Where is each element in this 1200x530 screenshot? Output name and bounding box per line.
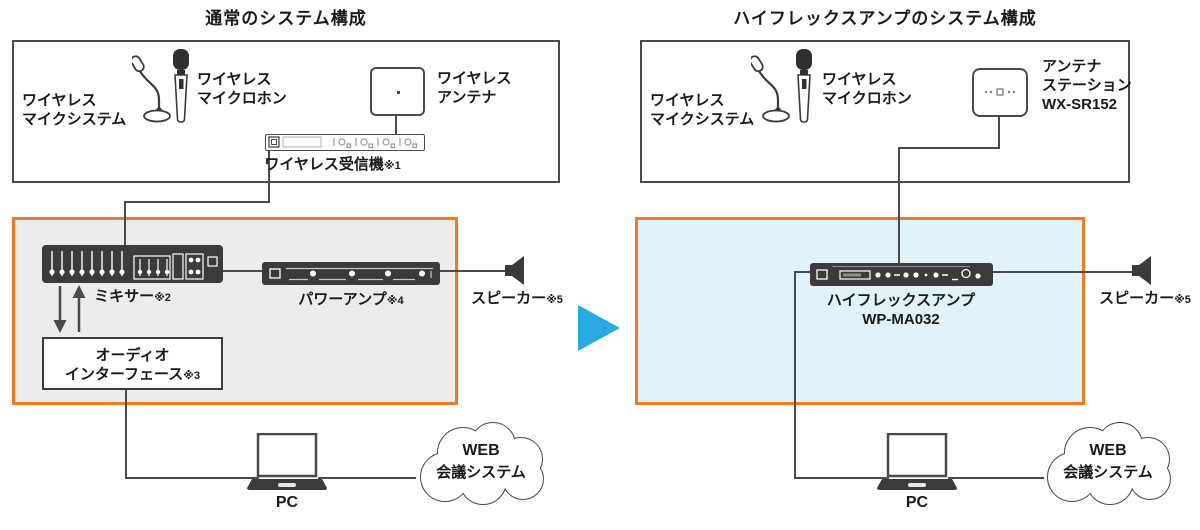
audio-interface-box: オーディオ インターフェース※3 [42,337,223,390]
audio-interface-line2: インターフェース※3 [64,366,201,383]
right-wireless-mic-label: ワイヤレスマイクロホン [822,71,912,107]
cloud-shape [420,422,544,505]
audio-interface-line1: オーディオ [95,347,170,364]
antenna-station-unit [972,68,1028,117]
line-hiflex-speaker [992,271,1134,273]
gooseneck-mic-icon [132,55,171,123]
wireless-antenna-unit [370,67,425,116]
right-wireless-box [640,40,1130,183]
right-speaker-icon [1132,256,1151,285]
line-hiflex-left [795,271,813,273]
right-highlight-panel [635,217,1085,405]
antenna-station-label: アンテナ ステーション WX-SR152 [1042,58,1132,113]
left-wireless-box [12,40,560,183]
right-mic-system-label: ワイヤレスマイクシステム [650,92,755,128]
line-to-pc [125,477,259,479]
right-cloud-line1: WEB [1089,442,1127,459]
line-interface-down [125,390,127,479]
left-cloud: WEB 会議システム [405,419,557,507]
flow-arrow-right-icon [578,305,620,351]
wireless-receiver-device [265,134,425,151]
handheld-mic-icon [173,49,189,123]
line-receiver-mixer-h [124,201,270,203]
line-to-right-pc [794,477,889,479]
left-cloud-line1: WEB [462,442,500,459]
line-right-pc-cloud [948,477,1044,479]
left-antenna-label: ワイヤレスアンテナ [437,70,512,106]
hiflex-amp-device [810,263,993,286]
left-speaker-icon [505,256,524,285]
line-receiver-down [268,150,270,203]
left-wireless-mic-label: ワイヤレスマイクロホン [197,71,287,107]
left-mic-system-label: ワイヤレスマイクシステム [22,92,127,128]
left-title: 通常のシステム構成 [205,9,367,28]
hiflex-amp-label: ハイフレックスアンプ WP-MA032 [826,292,976,328]
line-hiflex-pc-down [794,271,796,479]
line-to-mixer [124,201,126,248]
power-amp-label: パワーアンプ※4 [298,291,404,308]
left-pc-label: PC [275,494,299,511]
handheld-mic-icon [796,49,812,123]
gooseneck-mic-icon [751,55,790,123]
station-indicator-icon [984,88,1016,96]
line-amp-speaker [439,270,507,272]
power-amp-device [262,262,440,285]
line-station-down [998,116,1000,149]
left-speaker-label: スピーカー※5 [471,290,563,307]
left-laptop-icon [247,433,327,490]
right-laptop-icon [877,433,957,490]
receiver-front-panel [268,136,418,149]
right-speaker-label: スピーカー※5 [1099,290,1191,307]
line-to-hiflex [898,147,900,265]
bidirectional-arrows-icon [53,285,86,333]
line-mixer-amp [222,270,263,272]
line-antenna-receiver [395,116,397,135]
right-cloud: WEB 会議システム [1032,419,1184,507]
cloud-shape [1047,422,1171,505]
right-cloud-line2: 会議システム [1063,464,1153,481]
left-cloud-line2: 会議システム [436,464,526,481]
right-pc-label: PC [905,494,929,511]
line-pc-cloud [318,477,416,479]
antenna-indicator-dot [397,91,400,94]
receiver-label: ワイヤレス受信機※1 [264,156,401,173]
mixer-label: ミキサー※2 [94,288,171,305]
right-title: ハイフレックスアンプのシステム構成 [733,9,1037,28]
line-station-h [898,147,1000,149]
mixer-device [42,245,223,283]
